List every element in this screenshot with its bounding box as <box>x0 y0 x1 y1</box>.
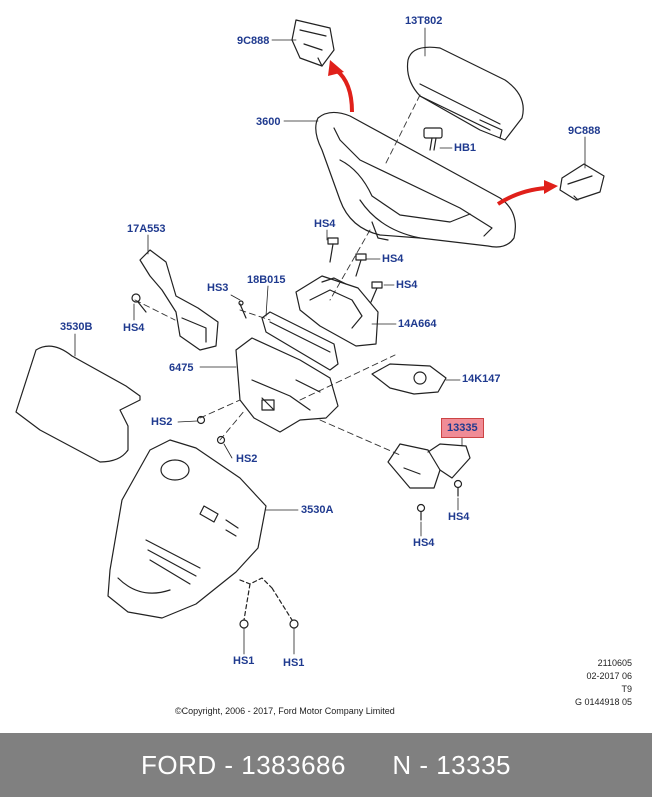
label-hs4-upper-3: HS4 <box>396 279 418 291</box>
label-13t802: 13T802 <box>405 15 443 27</box>
reference-line-4: G 0144918 05 <box>574 697 632 707</box>
label-9c888-right: 9C888 <box>568 125 601 137</box>
label-18b015: 18B015 <box>247 274 286 286</box>
label-hs1-left: HS1 <box>233 655 255 667</box>
footer-brand-part: FORD - 1383686 <box>140 749 346 780</box>
red-arrow-top <box>328 60 354 113</box>
bolts-hs4-upper <box>327 237 383 303</box>
reference-line-3: T9 <box>621 684 632 694</box>
label-hs1-right: HS1 <box>283 657 305 669</box>
screws-hs2 <box>196 415 226 445</box>
clip-9c888-top <box>291 19 335 67</box>
lock-assembly-6475 <box>235 337 339 433</box>
reference-line-2: 02-2017 06 <box>586 671 632 681</box>
reference-block: 2110605 02-2017 06 T9 G 0144918 05 <box>575 657 632 709</box>
label-14k147: 14K147 <box>462 373 501 385</box>
part-14k147 <box>371 363 447 395</box>
exploded-parts-diagram <box>15 19 605 655</box>
shroud-3530a <box>107 439 267 619</box>
label-6475: 6475 <box>169 362 194 374</box>
clockspring-14a664 <box>295 275 379 347</box>
label-17a553: 17A553 <box>127 223 166 235</box>
screw-hs3 <box>238 300 247 319</box>
label-hb1: HB1 <box>454 142 477 154</box>
label-13335-highlighted: 13335 <box>441 418 484 438</box>
label-3530a: 3530A <box>301 504 334 516</box>
label-hs4-right: HS4 <box>448 511 470 523</box>
steering-wheel-3600 <box>315 111 516 248</box>
screw-hs4-left <box>131 293 147 313</box>
label-hs4-upper-2: HS4 <box>382 253 404 265</box>
screws-hs4-lower <box>416 479 463 521</box>
label-3530b: 3530B <box>60 321 93 333</box>
reference-line-1: 2110605 <box>597 658 632 668</box>
switch-13335 <box>387 443 471 489</box>
label-14a664: 14A664 <box>398 318 437 330</box>
screws-hs1 <box>239 577 299 629</box>
airbag-module-13t802 <box>406 46 524 141</box>
label-hs2-lower: HS2 <box>236 453 258 465</box>
clip-9c888-right <box>559 163 605 201</box>
footer-spacer <box>346 750 392 781</box>
label-hs3: HS3 <box>207 282 229 294</box>
red-arrow-right <box>496 180 558 206</box>
label-hs2-left: HS2 <box>151 416 173 428</box>
footer-number-part: N - 13335 <box>392 749 511 780</box>
footer-banner: FORD - 1383686 N - 13335 <box>0 733 652 797</box>
label-hs4-left: HS4 <box>123 322 145 334</box>
label-hs4-upper-1: HS4 <box>314 218 336 230</box>
label-hs4-bottom: HS4 <box>413 537 435 549</box>
copyright-notice: ©Copyright, 2006 - 2017, Ford Motor Comp… <box>175 706 395 716</box>
bolt-hb1 <box>423 127 443 151</box>
label-9c888-top: 9C888 <box>237 35 270 47</box>
label-3600: 3600 <box>256 116 281 128</box>
part-18b015 <box>261 311 339 371</box>
stalk-switch-17a553 <box>139 249 219 351</box>
shroud-3530b <box>15 345 141 463</box>
